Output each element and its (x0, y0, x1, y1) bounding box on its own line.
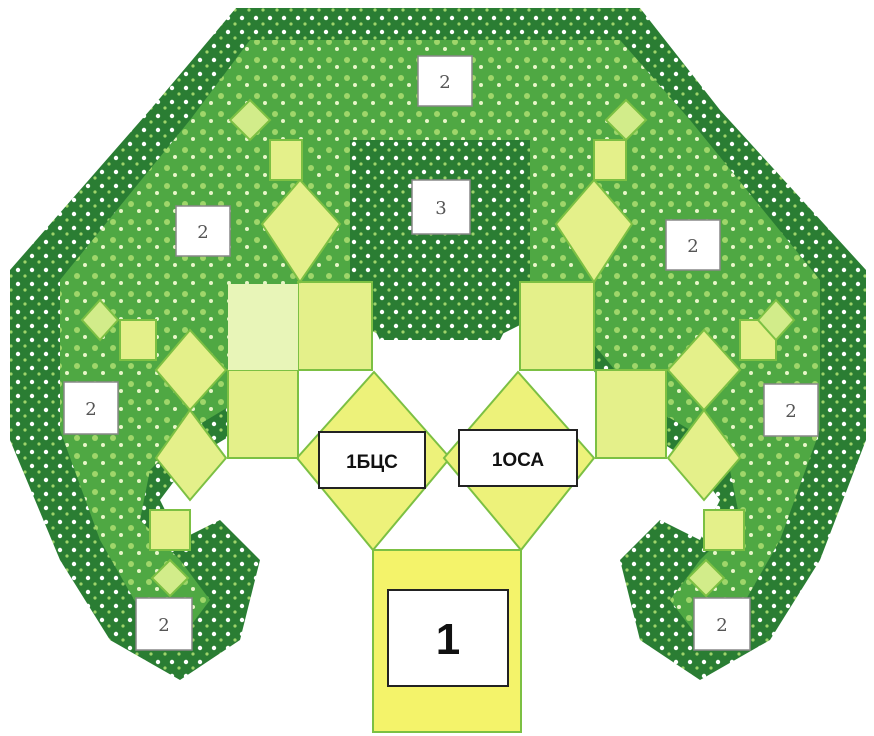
right-upper-label: 2 (687, 236, 698, 257)
left-mid-label: 2 (85, 399, 96, 420)
right-square-1 (520, 282, 594, 370)
right-mid-label: 2 (785, 401, 796, 422)
left-upper-label: 2 (197, 222, 208, 243)
left-branch-label: 1БЦС (346, 452, 398, 473)
center-top-label: 2 (439, 72, 450, 93)
left-low-label: 2 (158, 615, 169, 636)
left-square-3 (228, 284, 298, 370)
center-mid-label: 3 (435, 198, 446, 219)
trunk-label: 1 (436, 615, 460, 664)
left-square-2 (228, 370, 298, 458)
right-branch-label: 1ОСА (492, 450, 545, 471)
right-square-2 (596, 370, 666, 458)
right-low-label: 2 (716, 615, 727, 636)
left-square-1 (298, 282, 372, 370)
